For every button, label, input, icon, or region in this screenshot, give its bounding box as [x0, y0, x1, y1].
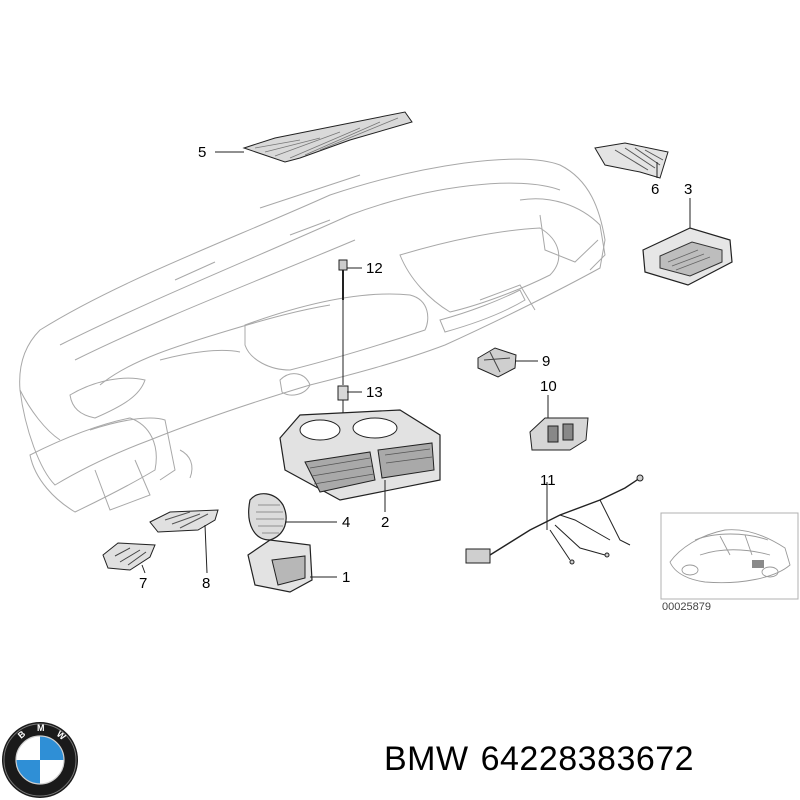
- callout-8: 8: [202, 575, 210, 592]
- part-12-screw: [338, 259, 348, 385]
- part-6-side-window-grille: [594, 142, 669, 179]
- callout-10: 10: [540, 378, 557, 395]
- callout-13: 13: [366, 384, 383, 401]
- callout-12: 12: [366, 260, 383, 277]
- part-2-center-vent-assembly: [279, 409, 441, 501]
- part-number-caption: BMW 64228383672: [384, 740, 706, 779]
- callout-5: 5: [198, 144, 206, 161]
- bmw-logo: B M W: [2, 722, 78, 798]
- callout-3: 3: [684, 181, 692, 198]
- callout-7: 7: [139, 575, 147, 592]
- part-10-switch-unit: [529, 400, 589, 451]
- brand-name: BMW: [384, 740, 469, 778]
- callout-4: 4: [342, 514, 350, 531]
- callout-9: 9: [542, 353, 550, 370]
- callout-labels: 1 2 3 4 5 6 7 8 9 10 11 12 13: [139, 144, 692, 592]
- callout-11: 11: [540, 472, 556, 489]
- callout-6: 6: [651, 181, 659, 198]
- part-number: 64228383672: [480, 740, 695, 778]
- part-4-vent-grille: [248, 493, 287, 541]
- part-5-defroster-grille: [242, 111, 413, 163]
- svg-text:M: M: [37, 723, 45, 733]
- svg-text:B: B: [16, 728, 28, 740]
- part-1-vent-outlet-lower: [247, 539, 313, 593]
- part-8-side-defroster-grille: [149, 509, 219, 533]
- part-9-cover-knob: [477, 347, 517, 378]
- part-3-vent-outlet-right: [642, 227, 733, 286]
- callout-2: 2: [381, 514, 389, 531]
- reference-car-thumbnail: 00025879: [660, 512, 799, 613]
- callout-1: 1: [342, 569, 350, 586]
- part-11-wiring-harness: [465, 474, 644, 565]
- leader-lines: [141, 151, 691, 578]
- reference-number: 00025879: [662, 601, 711, 613]
- dashboard-outline: [19, 158, 606, 513]
- part-7-small-grille: [102, 542, 156, 571]
